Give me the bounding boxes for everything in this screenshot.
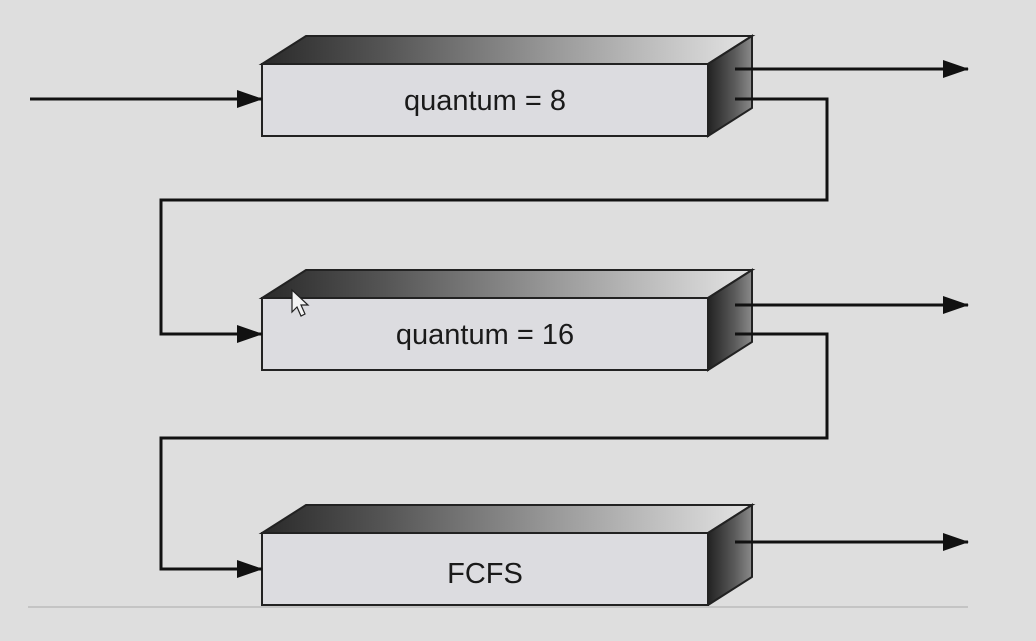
queue-box-2-front (261, 297, 709, 371)
queue-box-1-front (261, 63, 709, 137)
demotion-arrow-1-to-2 (159, 97, 829, 343)
queue-box-3-top (258, 504, 756, 534)
queue-box-1: quantum = 8 (258, 34, 756, 138)
queue-box-1-top (258, 35, 756, 65)
demotion-arrow-2-to-3 (159, 332, 829, 578)
queue-2-label: quantum = 16 (396, 319, 574, 351)
queue-box-3-front (261, 532, 709, 606)
queue-1-label: quantum = 8 (404, 85, 566, 117)
mouse-cursor-icon (291, 288, 310, 317)
queue-box-2-top (258, 269, 756, 299)
queue-3-label: FCFS (447, 558, 523, 590)
queue-box-3: FCFS (258, 503, 756, 607)
queue-box-2: quantum = 16 (258, 268, 756, 372)
